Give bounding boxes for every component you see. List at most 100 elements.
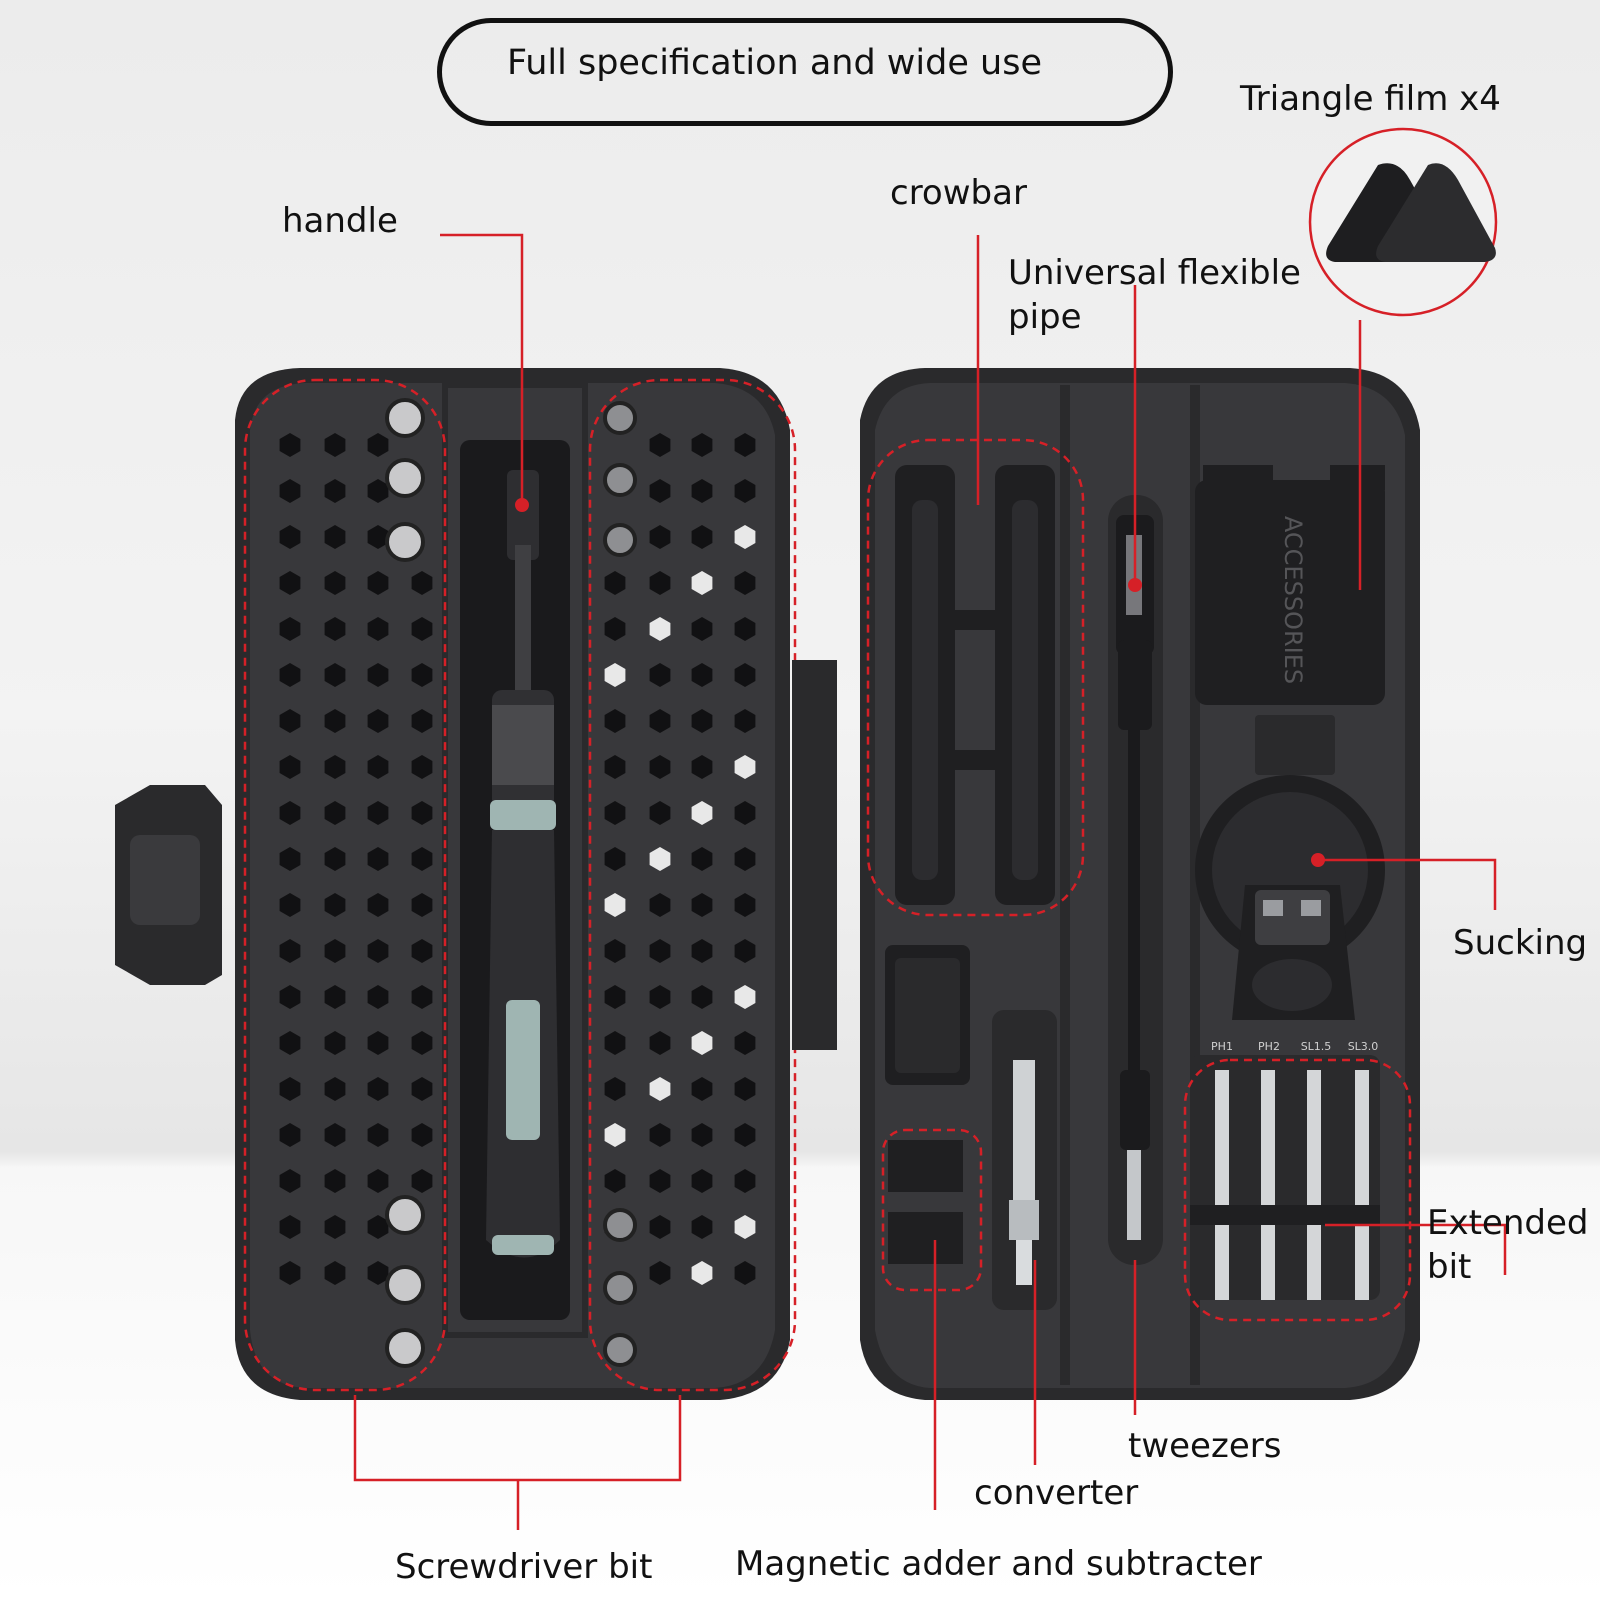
round-socket bbox=[603, 1271, 637, 1305]
bit-socket bbox=[411, 755, 433, 779]
bit-socket bbox=[367, 847, 389, 871]
bit-socket bbox=[604, 893, 626, 917]
bit-socket bbox=[734, 939, 756, 963]
bit-socket bbox=[604, 617, 626, 641]
extended-bits bbox=[1190, 1055, 1380, 1300]
bit-socket bbox=[649, 939, 671, 963]
bit-socket bbox=[691, 1215, 713, 1239]
bit-socket bbox=[604, 847, 626, 871]
crowbar-outline bbox=[866, 438, 1085, 917]
bit-socket bbox=[734, 1169, 756, 1193]
bit-socket bbox=[649, 1215, 671, 1239]
bit-socket bbox=[411, 1169, 433, 1193]
bit-socket bbox=[691, 1123, 713, 1147]
bit-socket bbox=[604, 755, 626, 779]
bit-socket bbox=[324, 893, 346, 917]
bit-socket bbox=[367, 571, 389, 595]
bit-socket bbox=[691, 617, 713, 641]
triangle-film-label: Triangle film x4 bbox=[1240, 79, 1501, 119]
bit-socket bbox=[367, 985, 389, 1009]
bit-group-left-outline bbox=[243, 378, 447, 1392]
bit-socket bbox=[411, 1031, 433, 1055]
bit-socket bbox=[324, 985, 346, 1009]
left-case bbox=[115, 368, 797, 1400]
bit-socket bbox=[279, 1123, 301, 1147]
bit-socket bbox=[324, 709, 346, 733]
bit-socket bbox=[734, 893, 756, 917]
bit-socket bbox=[279, 1261, 301, 1285]
bit-socket bbox=[734, 525, 756, 549]
bit-socket bbox=[649, 1169, 671, 1193]
bit-socket bbox=[691, 847, 713, 871]
flexible-pipe-label-line1: Universal flexible bbox=[1008, 253, 1301, 293]
bit-socket bbox=[279, 617, 301, 641]
round-socket bbox=[385, 398, 425, 438]
bit-socket bbox=[649, 525, 671, 549]
bit-socket bbox=[279, 1169, 301, 1193]
bit-socket bbox=[649, 1123, 671, 1147]
bit-socket bbox=[367, 1169, 389, 1193]
bit-socket bbox=[649, 571, 671, 595]
bit-socket bbox=[367, 709, 389, 733]
bit-socket bbox=[649, 663, 671, 687]
bit-socket bbox=[279, 479, 301, 503]
bit-socket bbox=[411, 893, 433, 917]
extended-bit bbox=[1307, 1070, 1321, 1300]
bit-socket bbox=[324, 1169, 346, 1193]
bit-socket bbox=[324, 847, 346, 871]
bit-socket bbox=[649, 1077, 671, 1101]
bit-socket bbox=[279, 663, 301, 687]
bit-socket bbox=[279, 1031, 301, 1055]
bit-socket bbox=[367, 801, 389, 825]
bit-socket bbox=[691, 801, 713, 825]
bit-socket bbox=[279, 709, 301, 733]
round-socket bbox=[603, 1208, 637, 1242]
bit-socket bbox=[411, 939, 433, 963]
round-socket bbox=[385, 1195, 425, 1235]
extended-bit-tag: SL1.5 bbox=[1301, 1040, 1332, 1053]
round-socket bbox=[603, 523, 637, 557]
bit-socket bbox=[604, 709, 626, 733]
callout-lines bbox=[353, 233, 1507, 1530]
bit-socket bbox=[367, 1261, 389, 1285]
bit-socket bbox=[367, 893, 389, 917]
bit-socket bbox=[604, 801, 626, 825]
bit-socket bbox=[691, 433, 713, 457]
bit-socket bbox=[367, 1215, 389, 1239]
bit-socket bbox=[279, 571, 301, 595]
bit-socket bbox=[279, 755, 301, 779]
bit-socket bbox=[691, 1077, 713, 1101]
handle-label: handle bbox=[282, 201, 398, 241]
bit-socket bbox=[324, 755, 346, 779]
bit-socket bbox=[324, 1123, 346, 1147]
bit-socket bbox=[691, 479, 713, 503]
bit-socket bbox=[604, 1169, 626, 1193]
bit-socket bbox=[604, 1123, 626, 1147]
extended-bit bbox=[1215, 1070, 1229, 1300]
accessories-box: ACCESSORIES bbox=[1195, 465, 1385, 775]
bit-socket bbox=[367, 433, 389, 457]
bit-socket bbox=[691, 939, 713, 963]
bit-socket bbox=[367, 1031, 389, 1055]
bit-socket bbox=[604, 663, 626, 687]
bit-socket bbox=[411, 663, 433, 687]
bit-socket bbox=[367, 755, 389, 779]
bit-socket bbox=[367, 479, 389, 503]
bit-socket bbox=[734, 847, 756, 871]
bit-socket bbox=[649, 985, 671, 1009]
converter-label: converter bbox=[974, 1473, 1139, 1513]
bit-socket bbox=[734, 709, 756, 733]
bit-socket bbox=[691, 893, 713, 917]
bit-socket bbox=[367, 617, 389, 641]
bit-socket bbox=[279, 1215, 301, 1239]
bit-socket bbox=[734, 1123, 756, 1147]
bit-socket bbox=[324, 1215, 346, 1239]
title-text: Full specification and wide use bbox=[507, 43, 1042, 83]
bit-socket bbox=[649, 617, 671, 641]
bit-socket bbox=[324, 801, 346, 825]
flexible-pipe-label-line2: pipe bbox=[1008, 297, 1082, 337]
bit-socket bbox=[411, 617, 433, 641]
round-socket bbox=[603, 463, 637, 497]
extended-bit bbox=[1355, 1070, 1369, 1300]
